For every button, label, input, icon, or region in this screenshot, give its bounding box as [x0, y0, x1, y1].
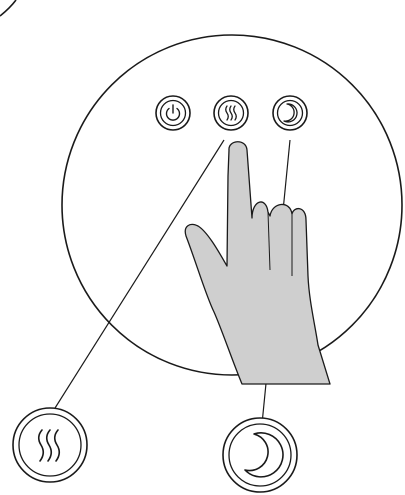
power-button[interactable]: [156, 96, 190, 130]
night-button[interactable]: [273, 96, 307, 130]
night-callout: [223, 418, 297, 492]
heat-callout: [13, 408, 87, 482]
heat-button[interactable]: [214, 96, 248, 130]
corner-arc: [0, 0, 16, 16]
